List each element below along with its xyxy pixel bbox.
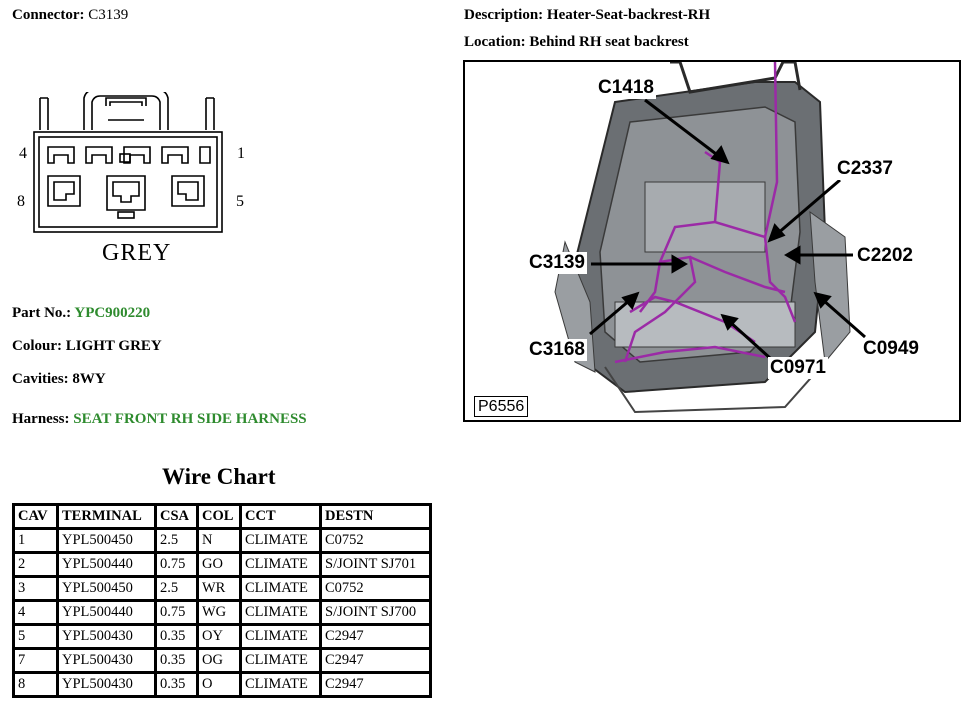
part-no-label: Part No.: xyxy=(12,305,72,321)
colour-label: Colour: xyxy=(12,338,62,354)
description-label: Description: xyxy=(464,7,544,23)
colour-value: LIGHT GREY xyxy=(65,338,162,354)
cell-cav: 3 xyxy=(12,575,59,602)
cell-col: O xyxy=(196,671,242,698)
cell-col: OG xyxy=(196,647,242,674)
harness-value[interactable]: SEAT FRONT RH SIDE HARNESS xyxy=(73,411,307,427)
cell-cct: CLIMATE xyxy=(239,527,322,554)
pin-label-5: 5 xyxy=(236,193,244,210)
pin-label-4: 4 xyxy=(19,145,27,162)
header-csa: CSA xyxy=(154,503,199,530)
description-value: Heater-Seat-backrest-RH xyxy=(546,7,711,23)
callout-c2337: C2337 xyxy=(835,158,895,180)
part-no-value[interactable]: YPC900220 xyxy=(74,305,151,321)
cell-col: OY xyxy=(196,623,242,650)
cell-terminal: YPL500440 xyxy=(56,551,157,578)
harness-label: Harness: xyxy=(12,411,70,427)
cell-destn: C2947 xyxy=(319,647,432,674)
cell-cct: CLIMATE xyxy=(239,551,322,578)
cell-cct: CLIMATE xyxy=(239,599,322,626)
cell-cct: CLIMATE xyxy=(239,575,322,602)
header-cct: CCT xyxy=(239,503,322,530)
wire-chart-title: Wire Chart xyxy=(162,464,276,489)
cell-terminal: YPL500450 xyxy=(56,527,157,554)
callout-c0971: C0971 xyxy=(768,357,828,379)
description-line: Description: Heater-Seat-backrest-RH xyxy=(464,7,710,24)
cavities-label: Cavities: xyxy=(12,371,69,387)
callout-c0949: C0949 xyxy=(861,338,921,360)
callout-c3139: C3139 xyxy=(527,252,587,274)
cell-destn: C0752 xyxy=(319,575,432,602)
cell-csa: 0.35 xyxy=(154,647,199,674)
connector-label: Connector: xyxy=(12,7,85,23)
cell-cct: CLIMATE xyxy=(239,671,322,698)
cell-csa: 0.35 xyxy=(154,671,199,698)
cell-col: N xyxy=(196,527,242,554)
cell-cav: 7 xyxy=(12,647,59,674)
connector-housing-colour-text: GREY xyxy=(102,240,172,266)
location-label: Location: xyxy=(464,34,526,50)
cell-terminal: YPL500450 xyxy=(56,575,157,602)
cell-cav: 4 xyxy=(12,599,59,626)
cell-cct: CLIMATE xyxy=(239,623,322,650)
cell-destn: C0752 xyxy=(319,527,432,554)
pin-label-1: 1 xyxy=(237,145,245,162)
connector-heading: Connector: C3139 xyxy=(12,7,128,24)
cell-csa: 2.5 xyxy=(154,527,199,554)
cell-cav: 2 xyxy=(12,551,59,578)
location-image: C1418 C2337 C3139 C2202 C3168 C0949 C097… xyxy=(463,60,961,422)
seat-backrest-illustration xyxy=(554,62,866,414)
cell-col: WG xyxy=(196,599,242,626)
cavities-line: Cavities: 8WY xyxy=(12,371,106,388)
cell-destn: S/JOINT SJ700 xyxy=(319,599,432,626)
header-destn: DESTN xyxy=(319,503,432,530)
callout-c1418: C1418 xyxy=(596,77,656,99)
cell-cct: CLIMATE xyxy=(239,647,322,674)
cell-terminal: YPL500430 xyxy=(56,647,157,674)
connector-id: C3139 xyxy=(88,7,129,23)
location-value: Behind RH seat backrest xyxy=(529,34,689,50)
header-col: COL xyxy=(196,503,242,530)
callout-c3168: C3168 xyxy=(527,339,587,361)
cell-terminal: YPL500430 xyxy=(56,671,157,698)
cavities-value: 8WY xyxy=(72,371,106,387)
wire-chart-header-row: CAV TERMINAL CSA COL CCT DESTN xyxy=(12,503,432,530)
cell-cav: 1 xyxy=(12,527,59,554)
pin-label-8: 8 xyxy=(17,193,25,210)
location-line: Location: Behind RH seat backrest xyxy=(464,34,689,51)
cell-destn: C2947 xyxy=(319,671,432,698)
cell-cav: 5 xyxy=(12,623,59,650)
callout-c2202: C2202 xyxy=(855,245,915,267)
harness-line: Harness: SEAT FRONT RH SIDE HARNESS xyxy=(12,411,307,428)
part-no-line: Part No.: YPC900220 xyxy=(12,305,150,322)
cell-cav: 8 xyxy=(12,671,59,698)
cell-col: WR xyxy=(196,575,242,602)
cell-terminal: YPL500440 xyxy=(56,599,157,626)
cell-destn: C2947 xyxy=(319,623,432,650)
cell-destn: S/JOINT SJ701 xyxy=(319,551,432,578)
cell-csa: 0.75 xyxy=(154,599,199,626)
cell-terminal: YPL500430 xyxy=(56,623,157,650)
cell-csa: 0.75 xyxy=(154,551,199,578)
connector-face-diagram xyxy=(33,92,223,233)
colour-line: Colour: LIGHT GREY xyxy=(12,338,162,355)
cell-csa: 0.35 xyxy=(154,623,199,650)
header-cav: CAV xyxy=(12,503,59,530)
header-terminal: TERMINAL xyxy=(56,503,157,530)
figure-id: P6556 xyxy=(474,396,529,417)
cell-col: GO xyxy=(196,551,242,578)
cell-csa: 2.5 xyxy=(154,575,199,602)
